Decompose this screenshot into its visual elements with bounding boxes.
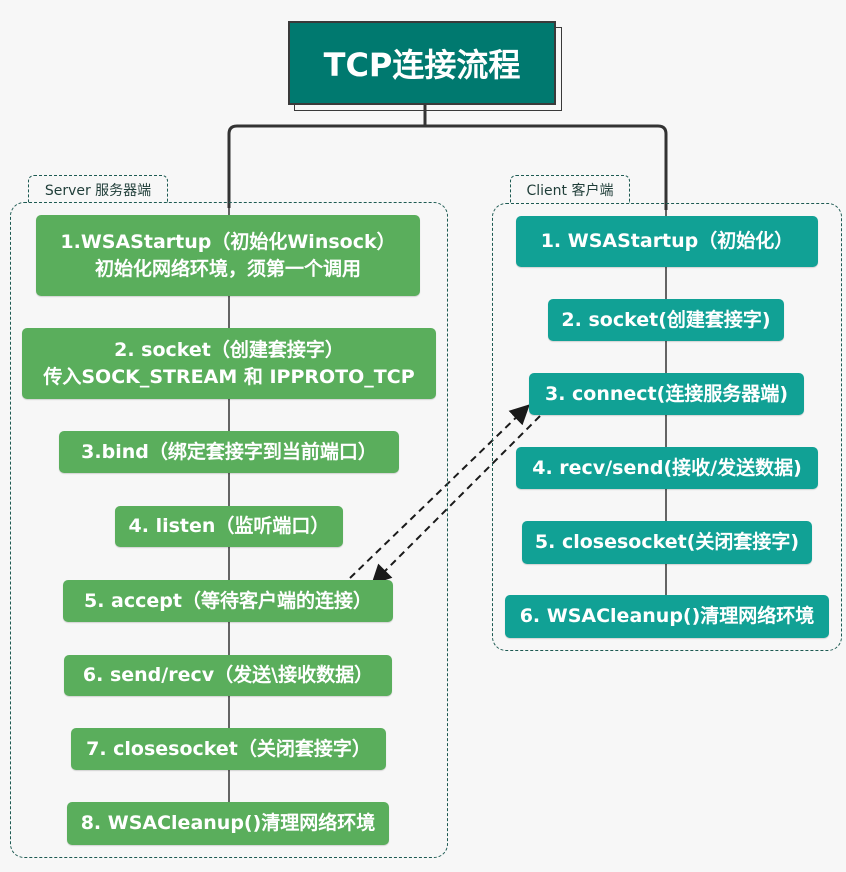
- server-step-8: 8. WSACleanup()清理网络环境: [67, 802, 389, 845]
- server-step-2: 2. socket（创建套接字） 传入SOCK_STREAM 和 IPPROTO…: [22, 328, 436, 399]
- client-step-4: 4. recv/send(接收/发送数据): [516, 447, 818, 489]
- server-group-label: Server 服务器端: [28, 175, 168, 203]
- client-step-1-line-1: 1. WSAStartup（初始化）: [540, 230, 794, 252]
- server-step-1: 1.WSAStartup（初始化Winsock） 初始化网络环境，须第一个调用: [36, 215, 420, 296]
- server-step-5-line-1: 5. accept（等待客户端的连接）: [84, 589, 372, 612]
- client-step-3: 3. connect(连接服务器端): [529, 373, 804, 415]
- client-step-5: 5. closesocket(关闭套接字): [522, 521, 812, 564]
- client-step-2-line-1: 2. socket(创建套接字): [561, 308, 771, 331]
- client-step-6: 6. WSACleanup()清理网络环境: [505, 595, 829, 638]
- connect-to-accept-arrow: [371, 415, 541, 585]
- server-step-3: 3.bind（绑定套接字到当前端口）: [59, 431, 399, 473]
- server-step-2-line-1: 2. socket（创建套接字）: [114, 338, 344, 361]
- client-step-2: 2. socket(创建套接字): [548, 299, 784, 341]
- server-step-7-line-1: 7. closesocket（关闭套接字）: [86, 737, 371, 760]
- accept-to-connect-arrow: [349, 404, 530, 579]
- branch-line: [227, 124, 668, 210]
- server-step-5: 5. accept（等待客户端的连接）: [63, 580, 393, 622]
- client-step-4-line-1: 4. recv/send(接收/发送数据): [532, 456, 802, 479]
- client-group: [492, 203, 842, 651]
- server-step-6: 6. send/recv（发送\接收数据）: [64, 655, 392, 696]
- client-step-3-line-1: 3. connect(连接服务器端): [544, 382, 789, 405]
- server-step-7: 7. closesocket（关闭套接字）: [71, 728, 386, 770]
- client-step-6-line-1: 6. WSACleanup()清理网络环境: [519, 605, 815, 627]
- server-step-4: 4. listen（监听端口）: [115, 506, 343, 547]
- client-step-1: 1. WSAStartup（初始化）: [516, 216, 818, 267]
- client-step-5-line-1: 5. closesocket(关闭套接字): [534, 531, 800, 553]
- server-step-1-line-2: 初始化网络环境，须第一个调用: [94, 257, 361, 280]
- server-step-8-line-1: 8. WSACleanup()清理网络环境: [80, 812, 376, 834]
- server-step-3-line-1: 3.bind（绑定套接字到当前端口）: [81, 440, 377, 463]
- server-step-2-line-2: 传入SOCK_STREAM 和 IPPROTO_TCP: [43, 365, 415, 388]
- server-step-4-line-1: 4. listen（监听端口）: [128, 515, 330, 537]
- diagram-title: TCP连接流程: [288, 21, 556, 105]
- server-step-1-line-1: 1.WSAStartup（初始化Winsock）: [60, 230, 396, 253]
- client-group-label: Client 客户端: [510, 175, 630, 203]
- server-group: [10, 202, 448, 858]
- server-step-6-line-1: 6. send/recv（发送\接收数据）: [82, 664, 374, 686]
